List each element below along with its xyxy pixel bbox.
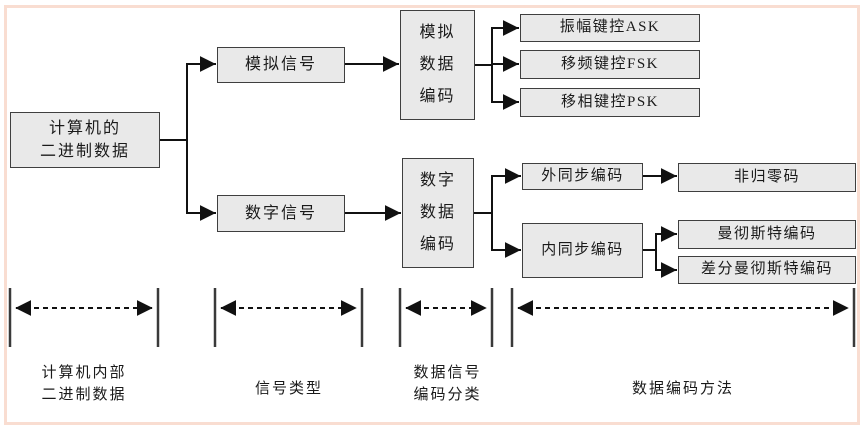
node-psk: 移相键控PSK: [520, 88, 700, 117]
node-analog-signal: 模拟信号: [217, 47, 345, 83]
node-label: 移相键控PSK: [560, 93, 660, 110]
node-label: 曼彻斯特编码: [717, 225, 817, 242]
node-nrz: 非归零码: [678, 163, 856, 192]
node-external-sync: 外同步编码: [522, 163, 643, 190]
node-label: 编码: [419, 236, 456, 253]
node-label: 数据: [419, 204, 456, 221]
node-label: 数据: [419, 56, 456, 73]
node-binary-data: 计算机的 二进制数据: [10, 112, 160, 168]
node-label: 模拟: [419, 24, 456, 41]
node-ask: 振幅键控ASK: [520, 14, 700, 42]
node-diff-manchester: 差分曼彻斯特编码: [678, 256, 856, 284]
node-internal-sync: 内同步编码: [522, 223, 643, 278]
section-label-line: 数据编码方法: [631, 381, 734, 397]
node-label: 二进制数据: [39, 143, 130, 160]
node-label: 数字信号: [244, 204, 317, 222]
section-label-encoding-methods: 数据编码方法: [588, 378, 778, 400]
section-label-signal-type: 信号类型: [228, 378, 350, 400]
node-fsk: 移频键控FSK: [520, 50, 700, 79]
node-digital-data-encoding: 数字 数据 编码: [402, 158, 474, 268]
section-label-binary-data: 计算机内部 二进制数据: [14, 362, 154, 406]
node-manchester: 曼彻斯特编码: [678, 220, 856, 249]
node-label: 振幅键控ASK: [559, 19, 661, 36]
node-digital-signal: 数字信号: [217, 195, 345, 232]
connectors: [159, 20, 677, 278]
node-analog-data-encoding: 模拟 数据 编码: [400, 10, 475, 120]
node-label: 差分曼彻斯特编码: [700, 261, 833, 278]
node-label: 模拟信号: [244, 56, 317, 74]
section-label-line: 信号类型: [254, 381, 323, 397]
node-label: 外同步编码: [541, 167, 624, 184]
node-label: 非归零码: [733, 168, 800, 185]
node-label: 内同步编码: [541, 241, 624, 258]
section-bars: [8, 288, 856, 347]
section-label-line: 数据信号: [413, 365, 482, 381]
section-label-line: 编码分类: [413, 387, 482, 403]
node-label: 计算机的: [48, 119, 121, 137]
section-label-line: 二进制数据: [41, 387, 127, 403]
section-label-line: 计算机内部: [41, 365, 127, 381]
section-label-encoding-class: 数据信号 编码分类: [390, 362, 505, 406]
node-label: 编码: [419, 88, 456, 105]
node-label: 数字: [419, 172, 456, 189]
node-label: 移频键控FSK: [560, 55, 660, 72]
